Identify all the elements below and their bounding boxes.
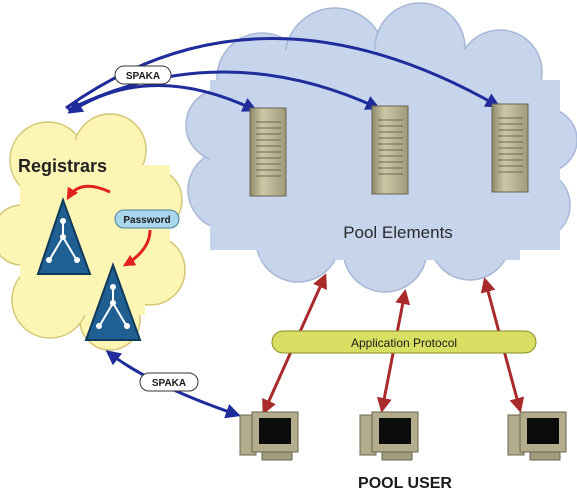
application-protocol-badge: Application Protocol — [271, 330, 537, 354]
server-icon — [249, 107, 287, 197]
spaka-arrow-to-server-2 — [67, 70, 381, 112]
computer-icon — [359, 411, 419, 461]
registrar-icon — [84, 262, 142, 341]
server-icon — [371, 105, 409, 195]
svg-text:SPAKA: SPAKA — [126, 71, 160, 82]
server-icon — [491, 103, 529, 193]
computer-icon — [239, 411, 299, 461]
registrar-icon — [36, 196, 92, 275]
pool-user-label: POOL USER — [358, 475, 452, 492]
spaka-label-top: SPAKA — [114, 65, 172, 85]
pool-elements-label: Pool Elements — [343, 223, 453, 242]
svg-text:Application Protocol: Application Protocol — [351, 336, 457, 350]
computer-icon — [507, 411, 567, 461]
svg-text:SPAKA: SPAKA — [152, 378, 186, 389]
spaka-label-bottom: SPAKA — [139, 372, 199, 392]
registrars-label: Registrars — [18, 156, 107, 176]
password-badge: Password — [114, 209, 180, 229]
registrar-sync-arrows — [66, 184, 152, 267]
svg-text:Password: Password — [123, 215, 170, 226]
